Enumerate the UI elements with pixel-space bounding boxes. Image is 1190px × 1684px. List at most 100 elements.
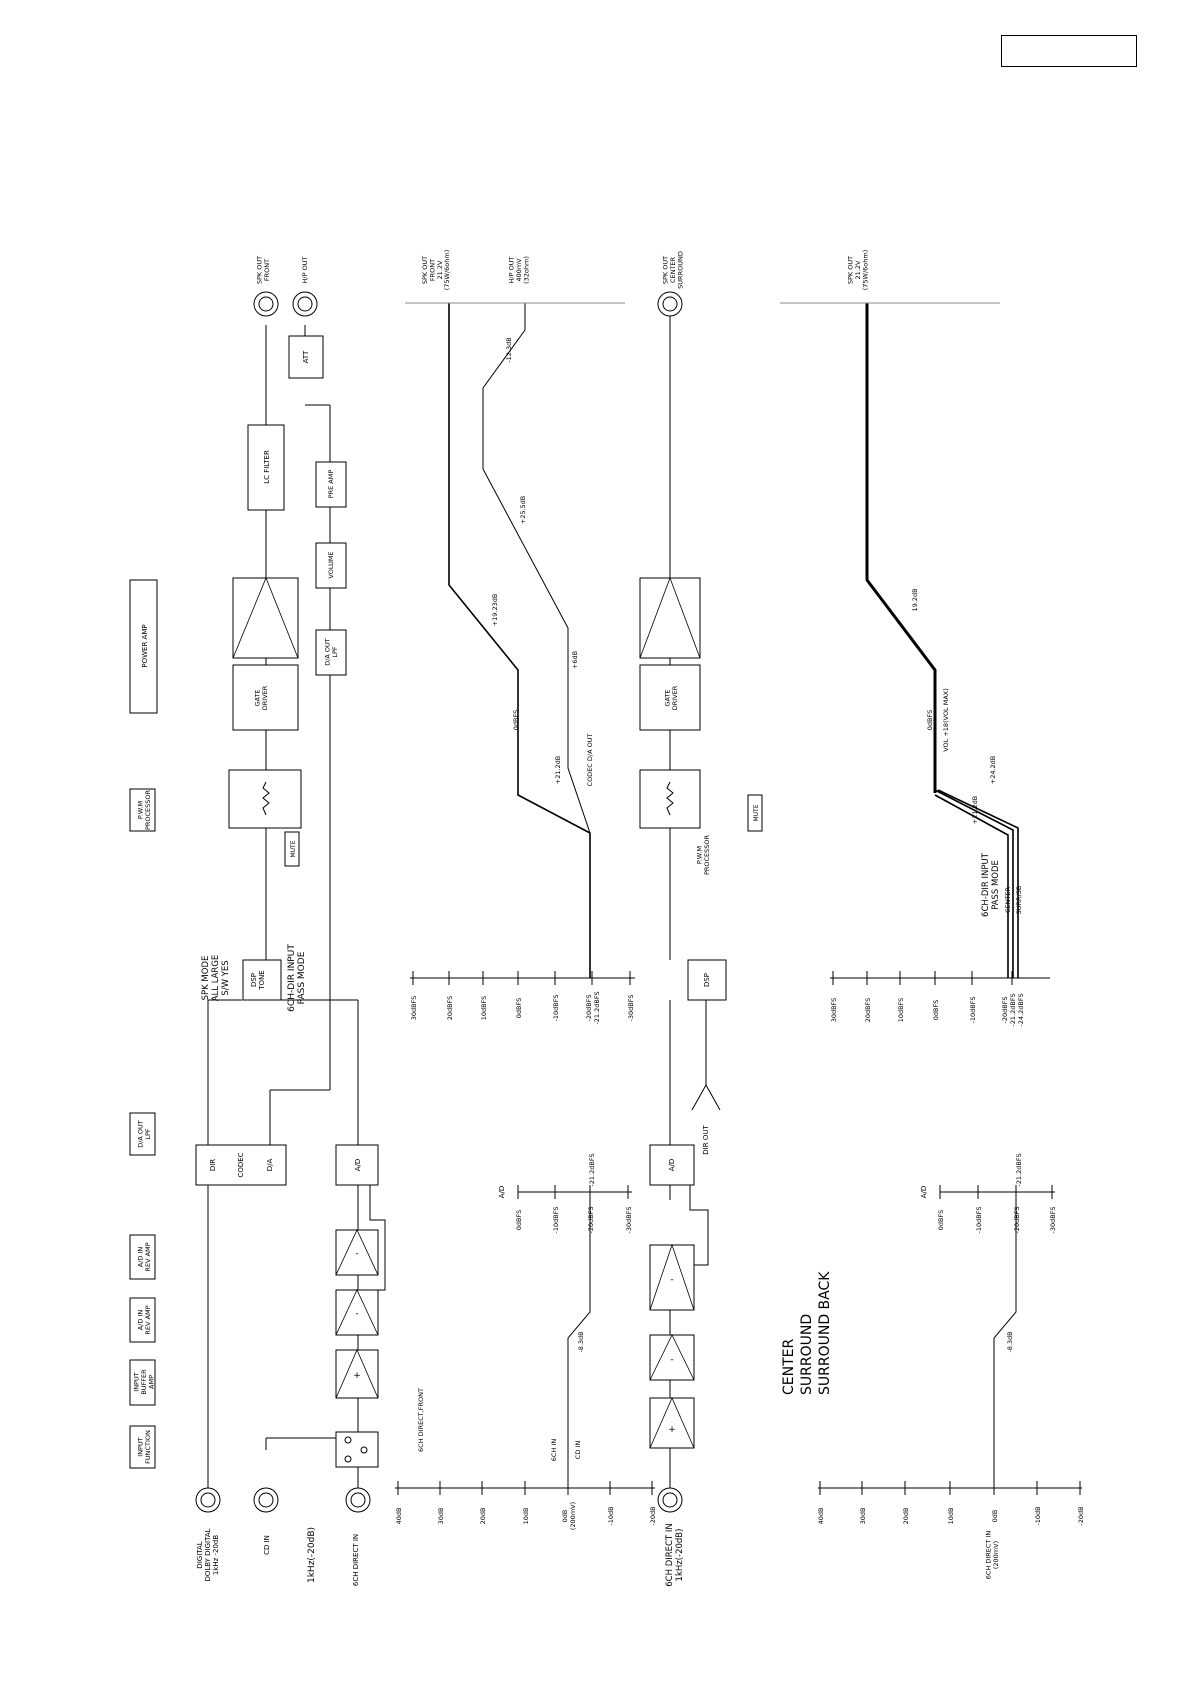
6ch-direct-input-jack-icon	[345, 1487, 371, 1513]
front-analog-level-trace	[567, 1192, 591, 1488]
input-cd-label: CD IN	[263, 1535, 271, 1555]
hp-out-jack-icon	[292, 291, 318, 317]
center-block-diagram: 6CH DIRECT IN1kHz(-20dB) + - - A/D DIR O…	[639, 251, 763, 1587]
center-power-amp	[639, 577, 701, 659]
legend-pwm-processor-label: P.W.MPROCESSOR	[136, 789, 151, 830]
svg-text:-: -	[670, 1355, 673, 1365]
svg-text:+25.5dB: +25.5dB	[519, 496, 527, 525]
front-analog-axis-tick-label: 30dB	[437, 1508, 445, 1525]
front-analog-axis-tick-label: -20dB	[649, 1506, 657, 1525]
svg-text:19.2dB: 19.2dB	[911, 588, 919, 611]
center-dsp-block	[687, 959, 727, 1001]
center-output-label: SPK OUTCENTERSURROUND	[662, 251, 685, 289]
volume-block	[315, 542, 347, 589]
digital-input-jack-icon	[195, 1487, 221, 1513]
pwm-symbol-icon	[262, 781, 270, 816]
front-analog-axis-tick-label: 20dB	[479, 1508, 487, 1525]
svg-text:CD IN: CD IN	[574, 1441, 582, 1460]
front-gate-driver	[232, 664, 299, 731]
center-ad-axis-tick-label: -20dBFS	[1013, 1207, 1021, 1234]
svg-text:GATEDRIVER: GATEDRIVER	[253, 685, 268, 710]
front-pwm-processor	[228, 769, 302, 829]
center-title: CENTER	[781, 1339, 797, 1395]
center-mute-block	[747, 794, 763, 832]
legend-power-amp-box	[129, 579, 158, 714]
front-power-amp	[232, 577, 299, 659]
legend-ad-in-rev-amp-box-2	[129, 1234, 156, 1280]
front-output-label: SPK OUTFRONT	[255, 256, 270, 284]
svg-text:DSP: DSP	[703, 973, 711, 987]
center-gate-driver	[639, 664, 701, 731]
hp-output-label: H/P OUT	[301, 257, 309, 284]
front-dsp-axis-tick-label: 10dBFS	[480, 996, 488, 1021]
svg-text:0dBFS: 0dBFS	[512, 710, 520, 730]
svg-text:-: -	[355, 1309, 358, 1319]
center-analog-axis-tick-label: 0dB	[991, 1510, 999, 1523]
center-ad-axis-tick-label: -30dBFS	[1049, 1207, 1057, 1234]
legend-power-amp-label: POWER AMP	[141, 624, 149, 667]
center-dsp-trace-surr	[934, 789, 1014, 978]
front-ad-block	[335, 1144, 379, 1186]
front-analog-axis-tick-label: -10dB	[607, 1506, 615, 1525]
dir-codec-block	[195, 1144, 287, 1186]
svg-text:6CH DIRECT IN(200mV): 6CH DIRECT IN(200mV)	[984, 1531, 999, 1580]
center-dsp-axis-tick-label: 0dBFS	[932, 1000, 940, 1020]
svg-text:+6dB: +6dB	[571, 651, 579, 669]
center-dsp-axis-tick-label: 20dBFS	[864, 998, 872, 1023]
front-analog-axis-tick-label: 10dB	[522, 1508, 530, 1525]
front-spk-level-trace	[448, 303, 591, 978]
lc-filter-block	[247, 424, 285, 511]
center-dsp-axis-tick-label: -10dBFS	[969, 997, 977, 1024]
svg-text:GATEDRIVER: GATEDRIVER	[663, 685, 678, 710]
svg-text:CODEC D/A OUT: CODEC D/A OUT	[586, 734, 594, 787]
center-pwm-symbol-icon	[666, 781, 674, 816]
legend-input-function-label: INPUTFUNCTION	[136, 1430, 151, 1464]
svg-text:-: -	[670, 1275, 673, 1285]
svg-text:+: +	[353, 1371, 361, 1381]
center-buffer-amp	[649, 1397, 695, 1449]
center-analog-level-trace	[993, 1192, 1017, 1488]
legend-input-buffer-box	[129, 1359, 156, 1406]
front-dsp-axis-tick-label: 0dBFS	[515, 998, 523, 1018]
spk-out-front-jack-icon	[253, 291, 279, 317]
center-spk-level-trace	[865, 303, 937, 793]
svg-text:-8.3dB: -8.3dB	[1006, 1331, 1014, 1352]
svg-text:ATT: ATT	[302, 350, 310, 363]
svg-text:-21.2dBFS: -21.2dBFS	[588, 1153, 596, 1186]
input-selector-switch	[335, 1431, 379, 1468]
legend-pwm-processor-box	[129, 788, 156, 832]
front-hp-level-trace	[482, 303, 591, 834]
front-spk-out-level-label: SPK OUTFRONT21.2V(75W/6ohm)	[421, 250, 451, 291]
svg-text:A/D: A/D	[920, 1186, 928, 1199]
legend-da-out-lpf-label: D/A OUTLPF	[136, 1120, 151, 1148]
cd-input-jack-icon	[253, 1487, 279, 1513]
svg-text:SURR/SB: SURR/SB	[1015, 886, 1023, 915]
front-dsp-axis-tick-label: 30dBFS	[410, 996, 418, 1021]
input-6ch-direct-label: 6CH DIRECT IN	[352, 1534, 360, 1586]
svg-text:6CH IN: 6CH IN	[550, 1439, 558, 1462]
surround-title: SURROUND	[799, 1314, 815, 1395]
center-analog-axis-tick-label: 30dB	[859, 1508, 867, 1525]
front-analog-title: 6CH DIRECT,FRONT	[417, 1388, 425, 1452]
center-dsp-axis-tick-label: -20dBFS-21.2dBFS-24.2dBFS	[1001, 993, 1025, 1026]
da-out-lpf-block	[315, 629, 347, 676]
dir-out-branch	[691, 1000, 707, 1111]
center-analog-axis-tick-label: 10dB	[947, 1508, 955, 1525]
legend-ad-in-rev-amp-label-1: A/D INREV AMP	[136, 1305, 151, 1334]
svg-text:+21.2dB: +21.2dB	[554, 756, 562, 785]
center-ad-block	[649, 1144, 695, 1186]
front-hp-out-level-label: H/P OUT400mV(32ohm)	[508, 256, 531, 284]
center-ad-axis-tick-label: -10dBFS	[975, 1207, 983, 1234]
svg-text:VOLUME: VOLUME	[327, 551, 335, 578]
center-dsp-axis-tick-label: 30dBFS	[830, 998, 838, 1023]
svg-text:PRE AMP: PRE AMP	[327, 470, 335, 499]
center-dsp-axis-tick-label: 10dBFS	[897, 998, 905, 1023]
front-buffer-amp	[335, 1349, 379, 1399]
page-number-box	[1001, 35, 1137, 67]
front-dsp-axis-tick-label: -30dBFS	[627, 995, 635, 1022]
input-test-signal-label: 1kHz(-20dB)	[307, 1527, 317, 1583]
svg-text:+19.23dB: +19.23dB	[491, 594, 499, 627]
